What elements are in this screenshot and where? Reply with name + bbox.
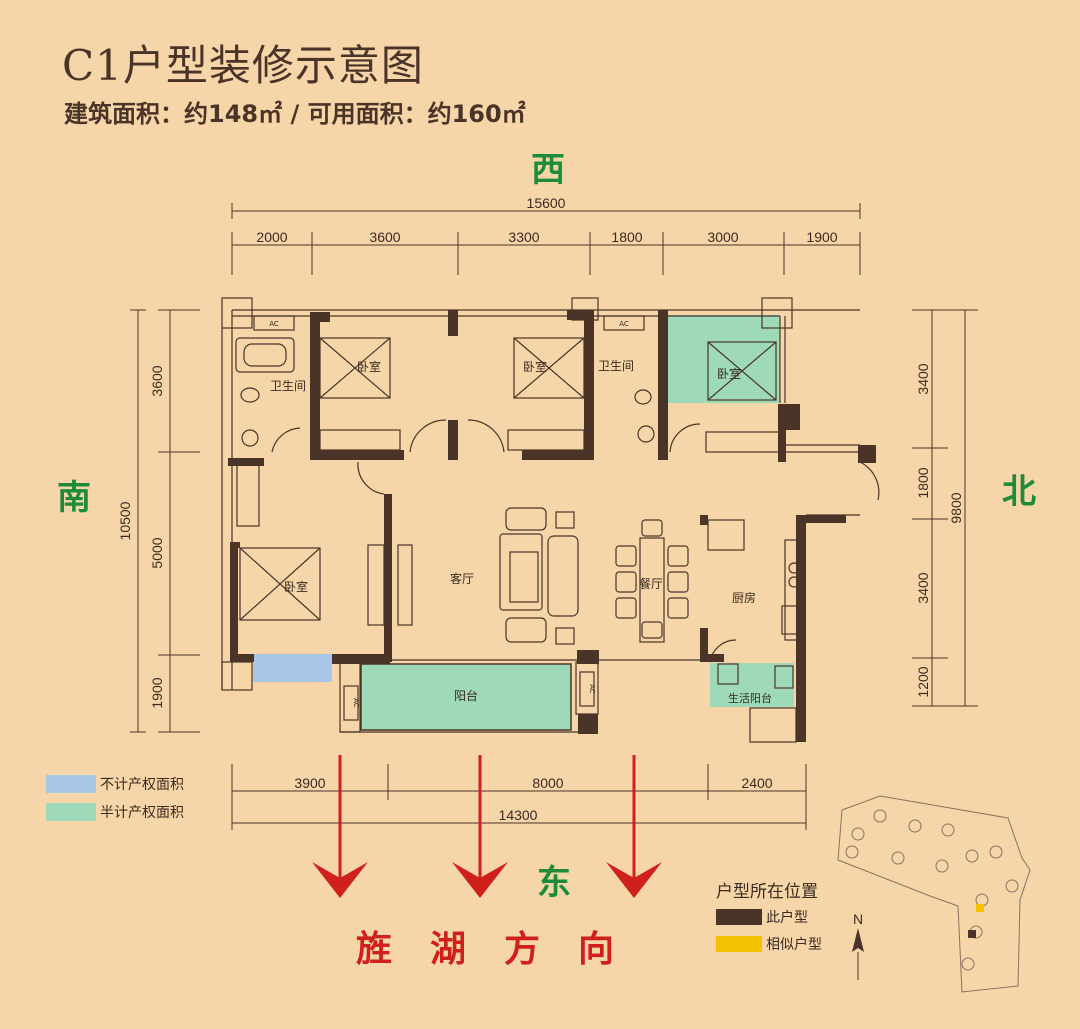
location-label: 此户型	[766, 910, 808, 926]
legend-swatch-green	[46, 803, 96, 821]
dim-top-2: 3600	[369, 229, 400, 245]
dim-left-1: 3600	[149, 365, 165, 396]
dim-left-total: 10500	[117, 501, 133, 540]
room-living: 客厅	[450, 571, 474, 586]
utility-balcony-area	[710, 663, 794, 707]
dim-bottom-3: 2400	[741, 775, 772, 791]
dim-right-1: 3400	[915, 363, 931, 394]
area-subtitle: 建筑面积：约148㎡ / 可用面积：约160㎡	[64, 100, 526, 128]
dim-top-1: 2000	[256, 229, 287, 245]
location-swatch-yellow	[716, 936, 762, 952]
room-kitchen: 厨房	[732, 590, 756, 605]
site-location-map	[837, 795, 1031, 993]
lake-arrow-2	[452, 862, 508, 898]
direction-west: 西	[531, 150, 565, 190]
dim-bottom-total: 14300	[499, 807, 538, 823]
ac-unit-2: AC	[619, 320, 629, 328]
dim-top-total: 15600	[527, 195, 566, 211]
location-this-unit: 此户型	[716, 907, 808, 927]
legend-half-property: 半计产权面积	[46, 802, 184, 822]
page-title: C1户型装修示意图	[62, 41, 424, 90]
ac-unit-3: AC	[352, 698, 360, 708]
dim-top-3: 3300	[508, 229, 539, 245]
direction-south: 南	[57, 478, 91, 518]
dim-left-2: 5000	[149, 537, 165, 568]
dim-right-total: 9800	[948, 492, 964, 523]
dim-top-6: 1900	[806, 229, 837, 245]
room-bathroom-2: 卫生间	[598, 359, 634, 373]
direction-north: 北	[1002, 472, 1036, 512]
legend-non-property: 不计产权面积	[46, 774, 184, 794]
ac-unit-1: AC	[269, 320, 279, 328]
lake-arrow-3	[606, 862, 662, 898]
lake-arrow-1	[312, 862, 368, 898]
lake-direction-label: 旌湖方向	[356, 928, 653, 970]
room-bathroom-1: 卫生间	[270, 379, 306, 393]
room-bedroom-4: 卧室	[284, 579, 308, 594]
direction-east: 东	[537, 863, 571, 903]
ac-unit-4: AC	[588, 684, 596, 694]
legend-swatch-blue	[46, 775, 96, 793]
dim-right-3: 3400	[915, 572, 931, 603]
half-area-bedroom	[667, 315, 780, 403]
dim-right-4: 1200	[915, 666, 931, 697]
room-balcony: 阳台	[454, 688, 478, 703]
north-arrow: N	[852, 911, 864, 980]
balcony-area	[360, 663, 572, 731]
north-label: N	[853, 911, 863, 927]
room-dining: 餐厅	[639, 576, 663, 591]
dim-left-3: 1900	[149, 677, 165, 708]
room-bedroom-1: 卧室	[357, 359, 381, 374]
room-utility-balcony: 生活阳台	[728, 691, 772, 705]
legend-label: 半计产权面积	[100, 805, 184, 821]
dim-top-4: 1800	[611, 229, 642, 245]
dim-bottom-2: 8000	[532, 775, 563, 791]
legend-label: 不计产权面积	[100, 777, 184, 793]
location-title: 户型所在位置	[716, 882, 818, 902]
location-swatch-brown	[716, 909, 762, 925]
room-bedroom-3: 卧室	[717, 366, 741, 381]
location-label: 相似户型	[766, 937, 822, 953]
dim-bottom-1: 3900	[294, 775, 325, 791]
non-property-area	[253, 654, 332, 682]
room-bedroom-2: 卧室	[523, 359, 547, 374]
location-similar-unit: 相似户型	[716, 934, 822, 954]
dim-top-5: 3000	[707, 229, 738, 245]
dim-right-2: 1800	[915, 467, 931, 498]
